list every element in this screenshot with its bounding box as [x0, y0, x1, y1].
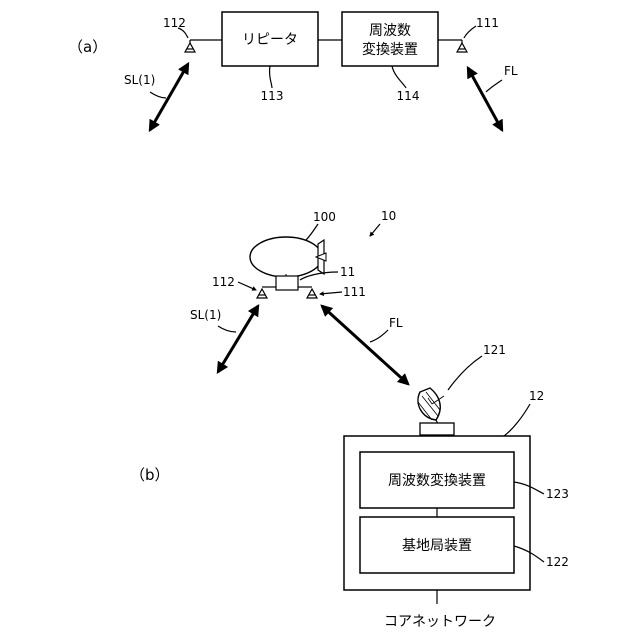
leader-114 — [392, 66, 406, 88]
airship-antenna-112-icon — [257, 287, 276, 298]
airship-antenna-111-icon — [298, 287, 317, 298]
leader-fl-b — [370, 330, 388, 342]
ref-123: 123 — [546, 487, 569, 501]
ref-113: 113 — [261, 89, 284, 103]
leader-111 — [464, 26, 476, 38]
leader-10 — [370, 224, 380, 236]
link-fl-a: FL — [504, 64, 518, 78]
ref-10: 10 — [381, 209, 396, 223]
ref-112-b: 112 — [212, 275, 235, 289]
panel-a-label: （a） — [68, 38, 107, 56]
leader-12 — [504, 404, 530, 436]
sl-link-arrow-b — [218, 306, 258, 372]
leader-sl-a — [150, 92, 166, 98]
base-station-label: 基地局装置 — [402, 537, 472, 554]
leader-100 — [306, 224, 318, 240]
leader-113 — [269, 66, 272, 88]
airship-icon — [250, 237, 326, 290]
sl-link-arrow-a — [150, 64, 188, 130]
leader-112-b — [238, 282, 256, 290]
ref-100: 100 — [313, 210, 336, 224]
freq-converter-label-line1: 周波数 — [369, 23, 411, 39]
leader-111-b — [320, 292, 342, 294]
ref-114: 114 — [397, 89, 420, 103]
ref-12: 12 — [529, 389, 544, 403]
ref-11: 11 — [340, 265, 355, 279]
freq-converter-label-b: 周波数変換装置 — [388, 472, 486, 489]
repeater-label: リピータ — [242, 32, 298, 48]
link-fl-b: FL — [389, 316, 403, 330]
ref-111: 111 — [476, 16, 499, 30]
core-network-label: コアネットワーク — [384, 614, 496, 630]
leader-fl-a — [486, 80, 502, 92]
fl-link-arrow-a — [468, 68, 502, 130]
panel-b-label: （b） — [130, 466, 170, 484]
ref-112: 112 — [163, 16, 186, 30]
satellite-dish-icon — [418, 388, 454, 435]
leader-121 — [448, 356, 482, 390]
ref-122: 122 — [546, 555, 569, 569]
antenna-112-icon — [185, 40, 222, 52]
antenna-111-icon — [438, 40, 467, 52]
ref-111-b: 111 — [343, 285, 366, 299]
link-sl-a: SL(1) — [124, 73, 155, 87]
freq-converter-label-line2: 変換装置 — [362, 41, 418, 58]
ref-121: 121 — [483, 343, 506, 357]
leader-sl-b — [218, 326, 236, 332]
link-sl-b: SL(1) — [190, 308, 221, 322]
